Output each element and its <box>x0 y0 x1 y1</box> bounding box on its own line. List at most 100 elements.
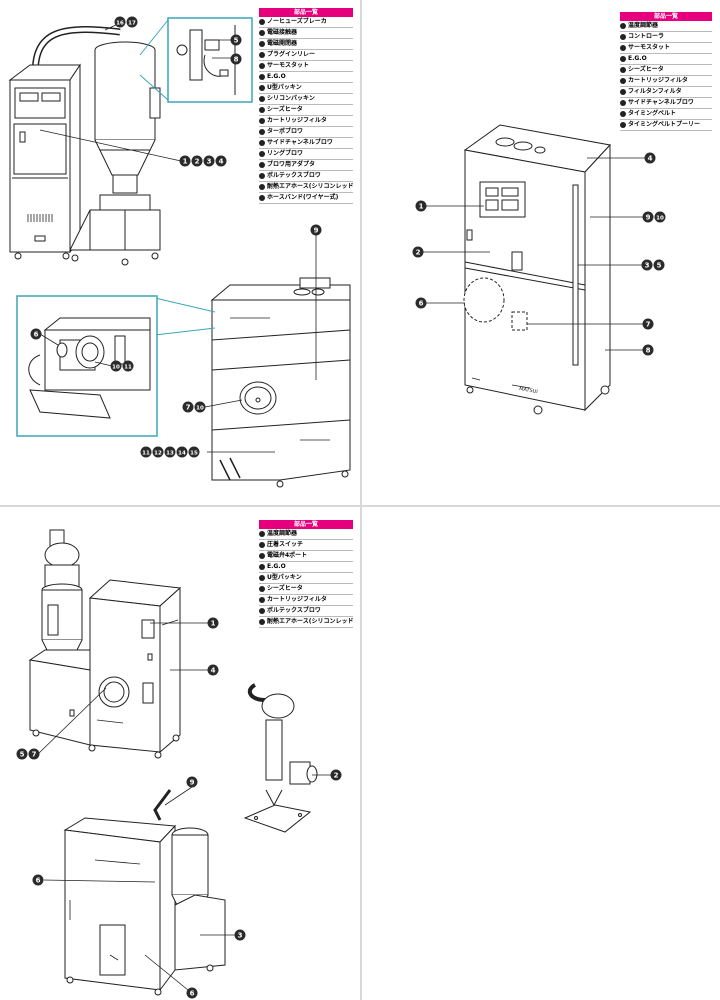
parts-table-panel1: 部品一覧 ノーヒューズブレーカ電磁接触器電磁開閉器プラグインリレーサーモスタット… <box>259 8 353 204</box>
callout-number: 8 <box>646 347 651 355</box>
parts-list-label: 電磁接触器 <box>267 29 298 36</box>
parts-list-item: 電磁開閉器 <box>259 39 353 50</box>
callout-badge: 17 <box>126 16 138 28</box>
callout-number: 6 <box>190 990 195 998</box>
callout-badge: 11 <box>122 360 134 372</box>
parts-list-label: コントローラ <box>628 33 665 40</box>
callout-number: 3 <box>238 932 243 940</box>
callout-badge: 6 <box>415 297 427 309</box>
parts-list-item: プラグインリレー <box>259 50 353 61</box>
parts-list-item: E.G.O <box>259 562 353 573</box>
callout-number: 2 <box>416 249 421 257</box>
callout-badge: 11 <box>140 446 152 458</box>
item-bullet-icon <box>259 596 265 603</box>
item-bullet-icon <box>259 73 265 80</box>
parts-list-label: ターボブロワ <box>267 128 304 135</box>
callout-badge: 5 <box>653 259 665 271</box>
p2-nameplate: MATSUI <box>519 386 538 395</box>
parts-list-label: 温度調節器 <box>628 22 659 29</box>
item-bullet-icon <box>259 161 265 168</box>
item-bullet-icon <box>620 110 626 117</box>
parts-list-label: カートリッジフィルタ <box>628 77 688 84</box>
item-bullet-icon <box>259 95 265 102</box>
parts-list-item: コントローラ <box>620 32 712 43</box>
panel1-dryer-main <box>8 26 161 266</box>
callout-badge: 4 <box>215 155 227 167</box>
parts-list-item: シーズヒータ <box>620 65 712 76</box>
item-bullet-icon <box>620 22 626 29</box>
parts-list-item: ブロワ用アダプタ <box>259 160 353 171</box>
item-bullet-icon <box>259 618 265 625</box>
parts-list-label: シーズヒータ <box>628 66 664 73</box>
item-bullet-icon <box>259 128 265 135</box>
callout-number: 11 <box>124 365 132 371</box>
item-bullet-icon <box>620 33 626 40</box>
callout-badge: 16 <box>114 16 126 28</box>
callout-badge: 5 <box>16 748 28 760</box>
item-bullet-icon <box>259 18 265 25</box>
callout-badge: 6 <box>32 874 44 886</box>
callout-number: 11 <box>142 451 150 457</box>
parts-list-label: ブロワ用アダプタ <box>267 161 316 168</box>
parts-list-item: シリコンパッキン <box>259 94 353 105</box>
callout-badge: 4 <box>644 152 656 164</box>
callout-badge: 9 <box>310 224 322 236</box>
panel1-inset-blower <box>16 295 216 437</box>
parts-list-item: サーモスタット <box>259 61 353 72</box>
item-bullet-icon <box>259 51 265 58</box>
parts-list-label: タイミングベルトプーリー <box>628 121 701 128</box>
parts-list-label: 電磁弁4ポート <box>267 552 308 559</box>
callout-number: 7 <box>32 751 37 759</box>
parts-list-item: ノーヒューズブレーカ <box>259 17 353 28</box>
callout-badge: 9 <box>186 776 198 788</box>
callout-badge: 8 <box>642 344 654 356</box>
callout-badge: 14 <box>176 446 188 458</box>
callout-badge: 8 <box>230 53 242 65</box>
parts-list-label: シーズヒータ <box>267 585 303 592</box>
callout-badge: 7 <box>182 401 194 413</box>
callout-number: 5 <box>20 751 25 759</box>
item-bullet-icon <box>259 84 265 91</box>
item-bullet-icon <box>620 88 626 95</box>
item-bullet-icon <box>259 574 265 581</box>
item-bullet-icon <box>620 44 626 51</box>
parts-list-item: E.G.O <box>620 54 712 65</box>
callout-badge: 10 <box>110 360 122 372</box>
parts-table-title: 部品一覧 <box>259 520 353 529</box>
callout-number: 10 <box>656 216 664 222</box>
callout-number: 9 <box>646 214 651 222</box>
callout-number: 4 <box>219 158 224 166</box>
parts-list-label: タイミングベルト <box>628 110 677 117</box>
callout-number: 1 <box>419 203 424 211</box>
parts-list-label: ボルテックスブロワ <box>267 172 321 179</box>
item-bullet-icon <box>620 121 626 128</box>
parts-table-title: 部品一覧 <box>259 8 353 17</box>
item-bullet-icon <box>259 139 265 146</box>
callout-badge: 1 <box>207 617 219 629</box>
callout-badge: 3 <box>234 929 246 941</box>
parts-list-item: サイドチャンネルブロワ <box>620 98 712 109</box>
callout-badge: 9 <box>642 211 654 223</box>
callout-badge: 15 <box>188 446 200 458</box>
callout-badge: 6 <box>30 328 42 340</box>
item-bullet-icon <box>620 66 626 73</box>
parts-list-label: シリコンパッキン <box>267 95 315 102</box>
parts-list-item: 温度調節器 <box>620 21 712 32</box>
parts-list-item: サーモスタット <box>620 43 712 54</box>
item-bullet-icon <box>259 194 265 201</box>
callout-badge: 7 <box>642 318 654 330</box>
parts-list-item: タイミングベルトプーリー <box>620 120 712 131</box>
item-bullet-icon <box>259 607 265 614</box>
parts-list-label: サイドチャンネルブロワ <box>267 139 333 146</box>
parts-list-item: フィルタンフィルタ <box>620 87 712 98</box>
callout-number: 6 <box>419 300 424 308</box>
parts-list-label: 耐熱エアホース(シリコンレッド) <box>267 183 353 190</box>
callout-badge: 3 <box>641 259 653 271</box>
callout-number: 7 <box>186 404 191 412</box>
callout-badge: 2 <box>412 246 424 258</box>
parts-list-item: ターボブロワ <box>259 127 353 138</box>
callout-badge: 12 <box>152 446 164 458</box>
